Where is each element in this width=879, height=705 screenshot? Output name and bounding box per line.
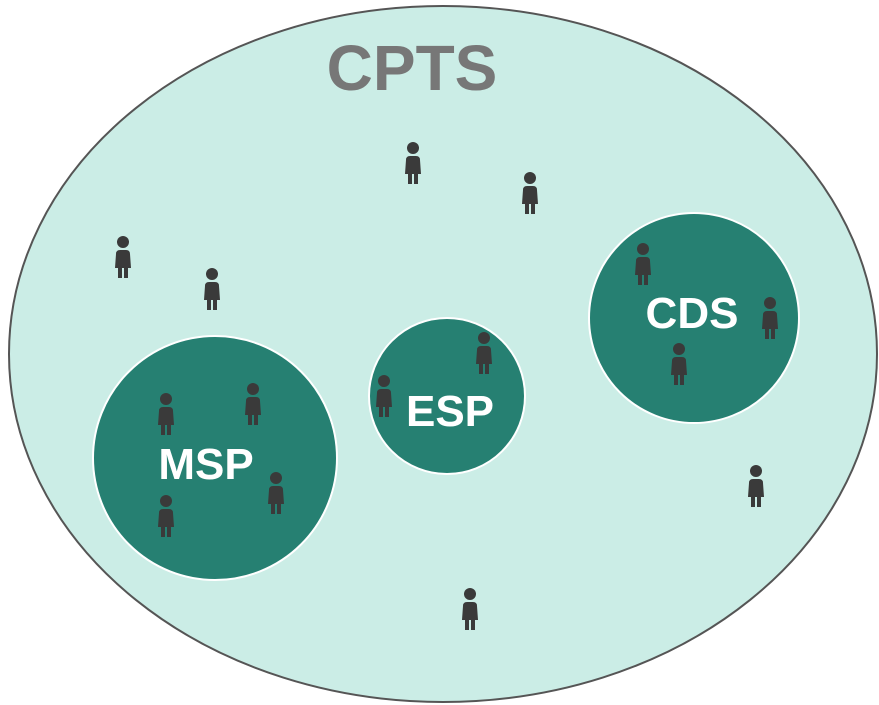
esp-label: ESP [406, 387, 494, 436]
msp-group [92, 335, 338, 581]
cds-label: CDS [646, 289, 739, 338]
msp-label: MSP [158, 440, 253, 489]
cpts-title: CPTS [327, 32, 498, 104]
